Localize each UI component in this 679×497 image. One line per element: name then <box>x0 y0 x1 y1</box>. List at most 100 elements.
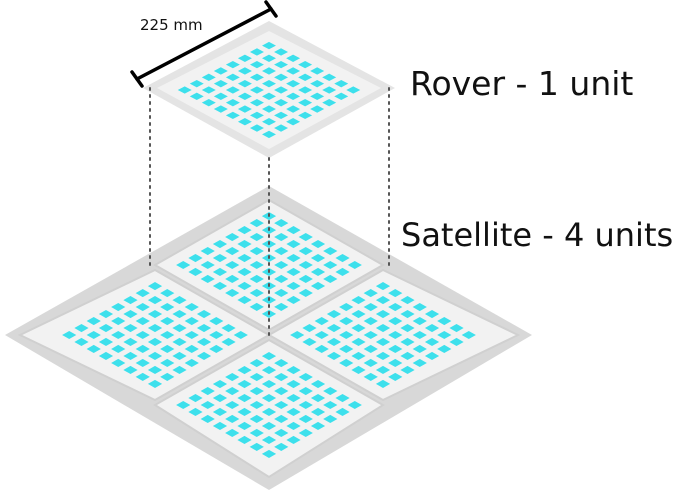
satellite-left-cell <box>221 323 236 333</box>
satellite-bottom-cell <box>310 421 326 431</box>
satellite-right-cell <box>388 330 403 340</box>
satellite-left-cell <box>74 323 89 333</box>
satellite-right-cell <box>400 365 415 374</box>
satellite-right-cell <box>437 316 452 326</box>
rover-cell <box>189 92 204 101</box>
rover-cell <box>237 79 252 88</box>
satellite-top-cell <box>225 260 240 270</box>
satellite-top-cell <box>237 253 252 263</box>
rover-cell <box>298 111 313 120</box>
satellite-left-cell <box>147 309 163 319</box>
rover-cell <box>225 99 240 107</box>
rover-cell <box>213 92 228 101</box>
satellite-left-cell <box>184 344 199 354</box>
satellite-left-cell <box>111 344 126 354</box>
satellite-top-cell <box>286 295 301 304</box>
satellite-right-cell <box>363 344 378 354</box>
rover-cell <box>322 73 337 81</box>
rover-cell <box>298 86 313 94</box>
satellite-bottom-cell <box>261 379 277 389</box>
satellite-left-cell <box>98 351 114 361</box>
satellite-right-cell <box>339 358 354 368</box>
satellite-top-cell <box>347 260 362 270</box>
dimension-line <box>135 7 273 81</box>
satellite-bottom-cell <box>200 386 215 396</box>
satellite-left-cell <box>147 337 163 347</box>
satellite-right-cell <box>314 316 329 326</box>
satellite-top-cell <box>298 288 313 298</box>
satellite-bottom-cell <box>335 407 350 417</box>
satellite-top-cell <box>212 253 228 263</box>
satellite-top-cell <box>323 260 338 270</box>
satellite-left-cell <box>172 365 187 374</box>
satellite-top-cell <box>237 239 252 249</box>
satellite-bottom-cell <box>323 400 338 410</box>
satellite-right-cell <box>400 351 415 361</box>
satellite-right-cell <box>326 309 342 319</box>
satellite-left-cell <box>86 344 101 354</box>
satellite-top-cell <box>249 232 264 242</box>
satellite-left-cell <box>184 358 199 368</box>
rover-cell <box>262 41 276 50</box>
satellite-left-cell <box>160 289 175 298</box>
rover-cell <box>237 67 252 75</box>
satellite-right-cell <box>363 358 378 368</box>
satellite-left-cell <box>123 337 138 347</box>
satellite-left-cell <box>172 323 187 333</box>
satellite-bottom-cell <box>249 372 264 382</box>
satellite-left-cell <box>123 296 138 305</box>
satellite-left-cell <box>111 330 126 340</box>
satellite-left-cell <box>135 289 150 298</box>
satellite-right-cell <box>363 372 378 381</box>
satellite-right-cell <box>424 351 440 361</box>
satellite-left-cell <box>74 337 89 347</box>
rover-cell <box>286 79 301 88</box>
satellite-top-cell <box>249 302 264 311</box>
satellite-bottom-cell <box>274 414 289 424</box>
rover-cell <box>262 92 276 101</box>
satellite-left-cell <box>209 316 224 326</box>
satellite-top-cell <box>249 246 264 256</box>
rover-cell <box>213 79 228 88</box>
satellite-bottom-cell <box>237 407 252 417</box>
satellite-right-cell <box>339 316 354 326</box>
satellite-bottom-cell <box>274 428 289 438</box>
satellite-top-cell <box>298 274 313 284</box>
satellite-right-cell <box>437 330 452 340</box>
satellite-top-cell <box>298 232 313 242</box>
rover-cell <box>310 67 325 75</box>
satellite-top-cell <box>274 232 289 242</box>
satellite-bottom-cell <box>261 393 277 403</box>
satellite-left-cell <box>172 309 187 319</box>
satellite-left-cell <box>160 330 175 340</box>
satellite-top-cell <box>237 226 252 235</box>
satellite-bottom-cell <box>310 407 326 417</box>
satellite-right-cell <box>302 337 317 347</box>
satellite-left-cell <box>209 344 224 354</box>
satellite-top-cell <box>212 267 228 277</box>
satellite-right-cell <box>412 330 427 340</box>
satellite-left-cell <box>111 302 126 312</box>
satellite-bottom-cell <box>298 400 313 410</box>
satellite-right-cell <box>412 302 427 312</box>
satellite-right-cell <box>375 296 391 305</box>
satellite-left-cell <box>147 365 163 374</box>
satellite-bottom-cell <box>310 393 326 403</box>
satellite-bottom-cell <box>237 393 252 403</box>
satellite-right-cell <box>412 316 427 326</box>
satellite-left-cell <box>86 316 101 326</box>
satellite-right-cell <box>388 289 403 298</box>
satellite-top-cell <box>286 281 301 291</box>
rover-cell <box>298 60 313 69</box>
satellite-bottom-cell <box>298 372 313 382</box>
satellite-right-cell <box>363 289 378 298</box>
satellite-bottom-cell <box>212 421 228 431</box>
satellite-top-cell <box>335 267 350 277</box>
satellite-right-cell <box>388 344 403 354</box>
satellite-bottom-cell <box>176 400 191 410</box>
satellite-left-cell <box>196 337 212 347</box>
satellite-right-cell <box>351 365 366 374</box>
satellite-left-cell <box>62 330 77 340</box>
satellite-right-cell <box>388 316 403 326</box>
satellite-bottom-cell <box>212 407 228 417</box>
